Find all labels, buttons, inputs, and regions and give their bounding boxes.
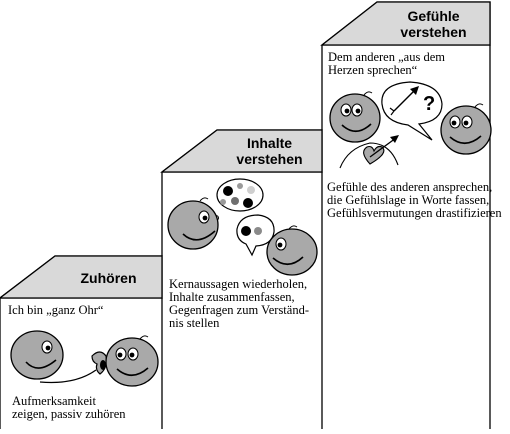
heart-icon xyxy=(363,135,399,165)
caption-step1-bottom: Aufmerksamkeit zeigen, passiv zuhören xyxy=(12,394,126,421)
thought-bubble-icon xyxy=(213,178,264,221)
caption-step3-bottom: Gefühle des anderen ansprechen, die Gefü… xyxy=(327,180,502,220)
caption-step1-top: Ich bin „ganz Ohr“ xyxy=(8,303,104,317)
step-title-gefuehle-verstehen: Gefühle verstehen xyxy=(400,8,467,40)
step-cap-2 xyxy=(160,129,323,173)
step-title-inhalte-verstehen: Inhalte verstehen xyxy=(236,135,303,167)
step-cap-1 xyxy=(0,255,163,299)
step-cap-3 xyxy=(320,1,491,46)
step-title-zuhoeren: Zuhören xyxy=(80,270,137,286)
speech-bubble-icon xyxy=(236,214,275,257)
caption-step2-bottom: Kernaussagen wiederholen, Inhalte zusamm… xyxy=(169,277,309,330)
question-mark-icon: ? xyxy=(423,93,435,115)
smiley-face-icon xyxy=(105,335,159,387)
smiley-face-icon xyxy=(440,103,492,155)
smiley-face-icon xyxy=(167,197,219,250)
arrow-icon xyxy=(389,86,419,116)
caption-step3-top: Dem anderen „aus dem Herzen sprechen“ xyxy=(328,50,445,77)
smiley-face-icon xyxy=(329,91,381,143)
speech-bubble-icon xyxy=(381,81,443,141)
smiley-face-icon xyxy=(266,225,318,276)
smiley-face-icon xyxy=(10,330,64,380)
